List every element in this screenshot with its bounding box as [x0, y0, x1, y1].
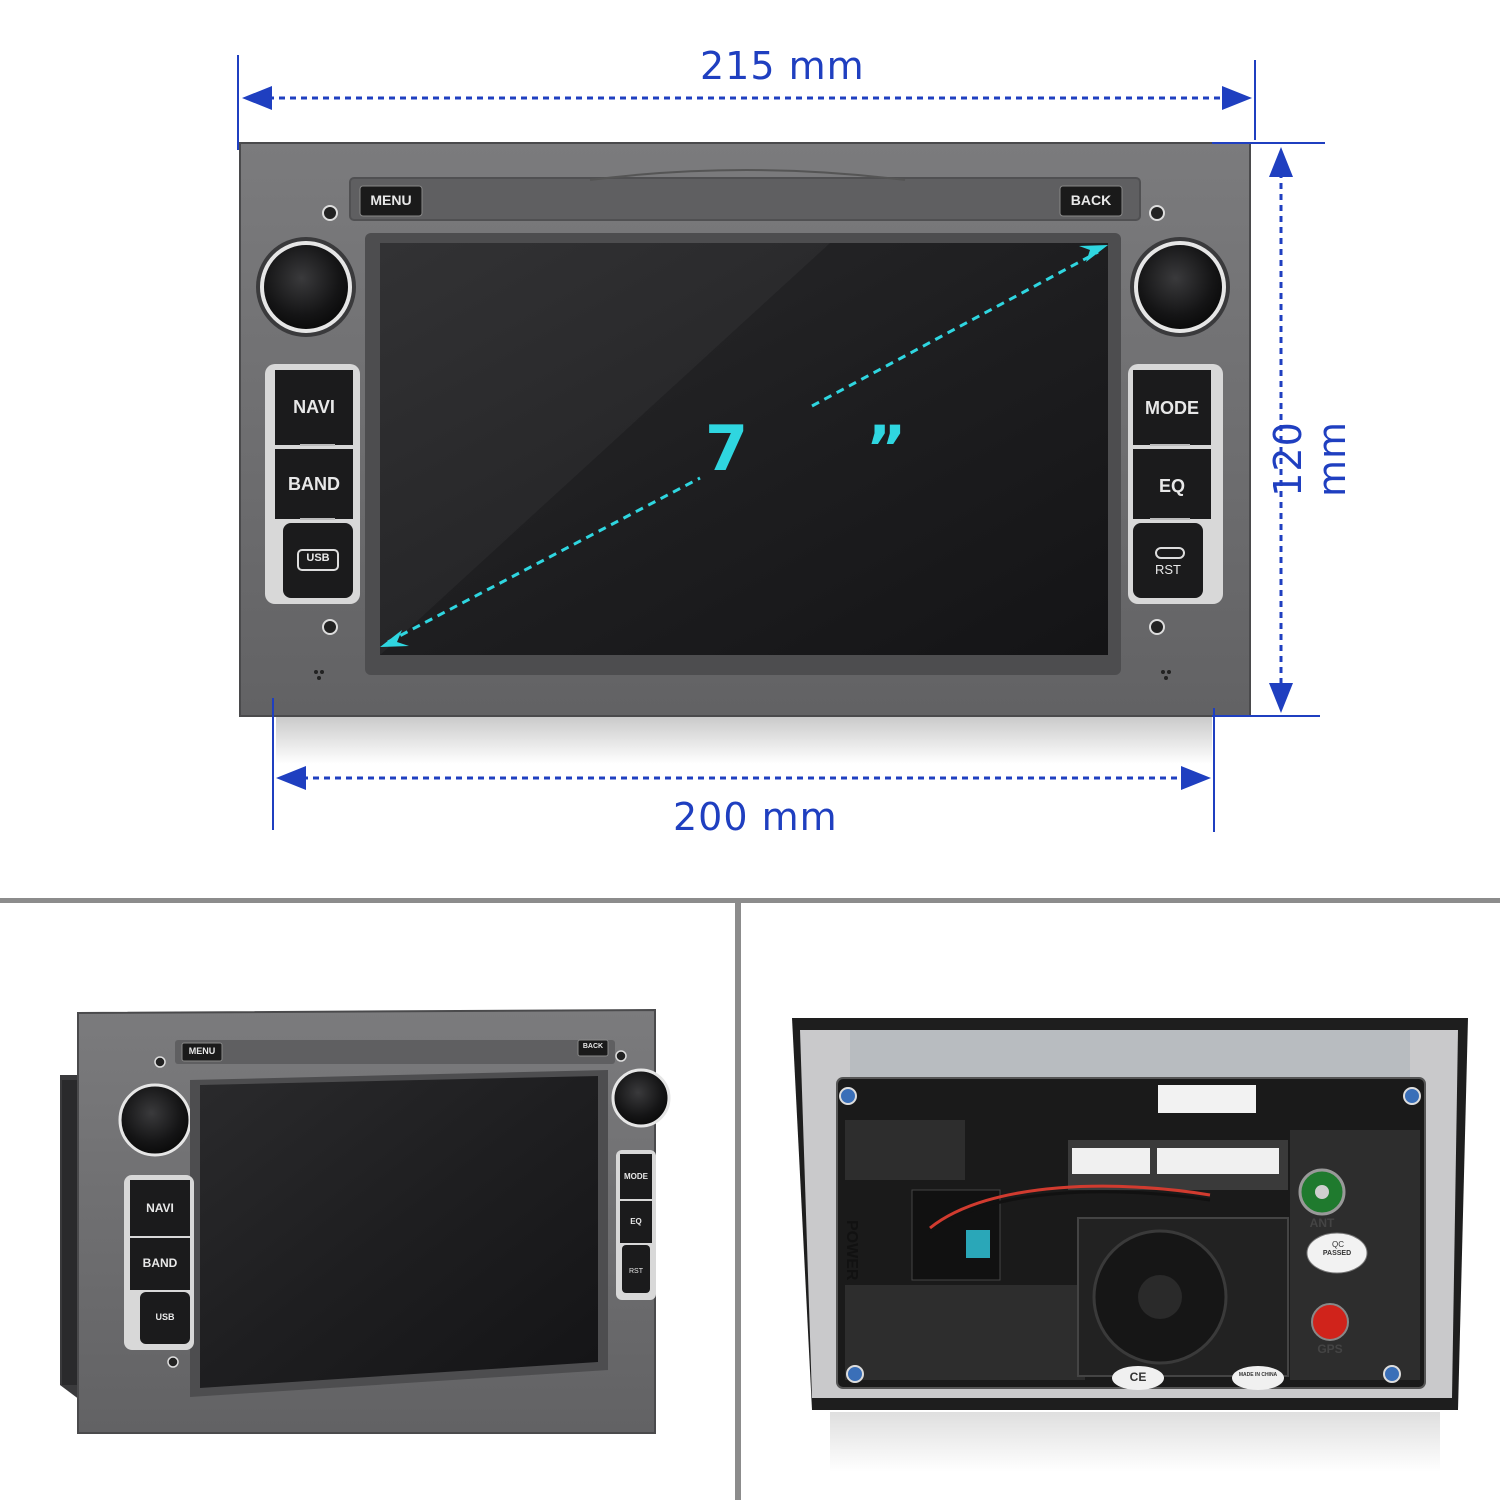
rear-view	[792, 1018, 1468, 1472]
top-curve	[589, 169, 906, 181]
rst-label: RST	[1155, 562, 1181, 577]
arrow-left-icon	[242, 86, 272, 110]
rst-button[interactable]	[1133, 523, 1203, 598]
diagonal-arrow-head	[380, 630, 409, 647]
iso-connector	[1157, 1148, 1279, 1174]
reset-icon	[1155, 547, 1185, 559]
arrow-left-icon	[276, 766, 306, 790]
navi-button-small[interactable]	[130, 1180, 190, 1236]
arrow-up-icon	[1269, 147, 1293, 177]
gps-port	[1311, 1303, 1349, 1341]
screw-icon	[322, 205, 338, 221]
ce-label: CE	[1129, 1370, 1147, 1384]
diagonal-arrow-head	[1079, 245, 1108, 262]
mode-button-small[interactable]	[620, 1154, 652, 1199]
band-button[interactable]	[275, 449, 353, 519]
menu-button[interactable]	[359, 185, 423, 217]
red-wire	[929, 1184, 1211, 1230]
menu-button-small[interactable]	[181, 1042, 223, 1062]
usb-label: USB	[306, 552, 330, 564]
mode-label: MODE	[1145, 398, 1199, 418]
mode-button[interactable]	[1133, 370, 1211, 445]
height-label: 120 mm	[1266, 420, 1354, 498]
gps-label: GPS	[1317, 1342, 1343, 1356]
screw-icon	[1149, 205, 1165, 221]
menu-label: MENU	[370, 192, 412, 208]
diagonal-line-upper	[811, 250, 1099, 408]
back-label-small: BACK	[582, 1043, 604, 1050]
width-top-label: 215 mm	[700, 44, 865, 88]
screen-size-label: 7 ”	[705, 412, 955, 485]
qc-sticker	[1306, 1232, 1368, 1274]
band-label: BAND	[288, 474, 340, 494]
made-in-china-label: MADE IN CHINA	[1238, 1372, 1278, 1378]
navi-label-small: NAVI	[146, 1201, 174, 1215]
iso-connector	[1072, 1148, 1150, 1174]
volume-knob[interactable]	[260, 241, 352, 333]
qc-label: QC	[1332, 1240, 1344, 1249]
ce-sticker	[1112, 1366, 1164, 1390]
mode-label-small: MODE	[624, 1172, 648, 1181]
usb-port-small[interactable]	[140, 1292, 190, 1344]
band-label-small: BAND	[142, 1256, 178, 1270]
tune-knob[interactable]	[1134, 241, 1226, 333]
arrow-down-icon	[1269, 683, 1293, 713]
back-button-small[interactable]	[577, 1039, 609, 1057]
eq-label: EQ	[1158, 476, 1185, 496]
power-label: POWER	[843, 1220, 860, 1281]
top-slot	[349, 177, 1141, 221]
unit-reflection	[276, 716, 1212, 764]
serial-label	[1158, 1085, 1256, 1113]
usb-port[interactable]	[283, 523, 353, 598]
rst-button-small[interactable]	[622, 1245, 650, 1293]
diagonal-line-lower	[387, 476, 701, 644]
back-button[interactable]	[1059, 185, 1123, 217]
eq-button[interactable]	[1133, 449, 1211, 519]
usb-label-small: USB	[155, 1312, 175, 1322]
made-in-china-sticker	[1232, 1366, 1284, 1390]
arrow-right-icon	[1181, 766, 1211, 790]
screw-icon	[322, 619, 338, 635]
width-bottom-label: 200 mm	[673, 795, 838, 839]
menu-label-small: MENU	[188, 1046, 216, 1056]
arrow-right-icon	[1222, 86, 1252, 110]
angled-front-view	[60, 1008, 671, 1434]
eq-button-small[interactable]	[620, 1201, 652, 1243]
fuse	[966, 1230, 990, 1258]
eq-label-small: EQ	[630, 1217, 642, 1226]
back-label: BACK	[1070, 192, 1112, 208]
screw-icon	[1149, 619, 1165, 635]
rst-label-small: RST	[629, 1268, 643, 1275]
horizontal-divider	[0, 898, 1500, 903]
navi-label: NAVI	[293, 397, 335, 417]
band-button-small[interactable]	[130, 1238, 190, 1290]
navi-button[interactable]	[275, 370, 353, 445]
screen-glare	[380, 243, 830, 655]
usb-icon	[297, 549, 339, 571]
vertical-divider	[735, 898, 741, 1500]
passed-label: PASSED	[1322, 1250, 1352, 1257]
ant-label: ANT	[1309, 1216, 1335, 1230]
microphone-icon	[314, 670, 1171, 680]
